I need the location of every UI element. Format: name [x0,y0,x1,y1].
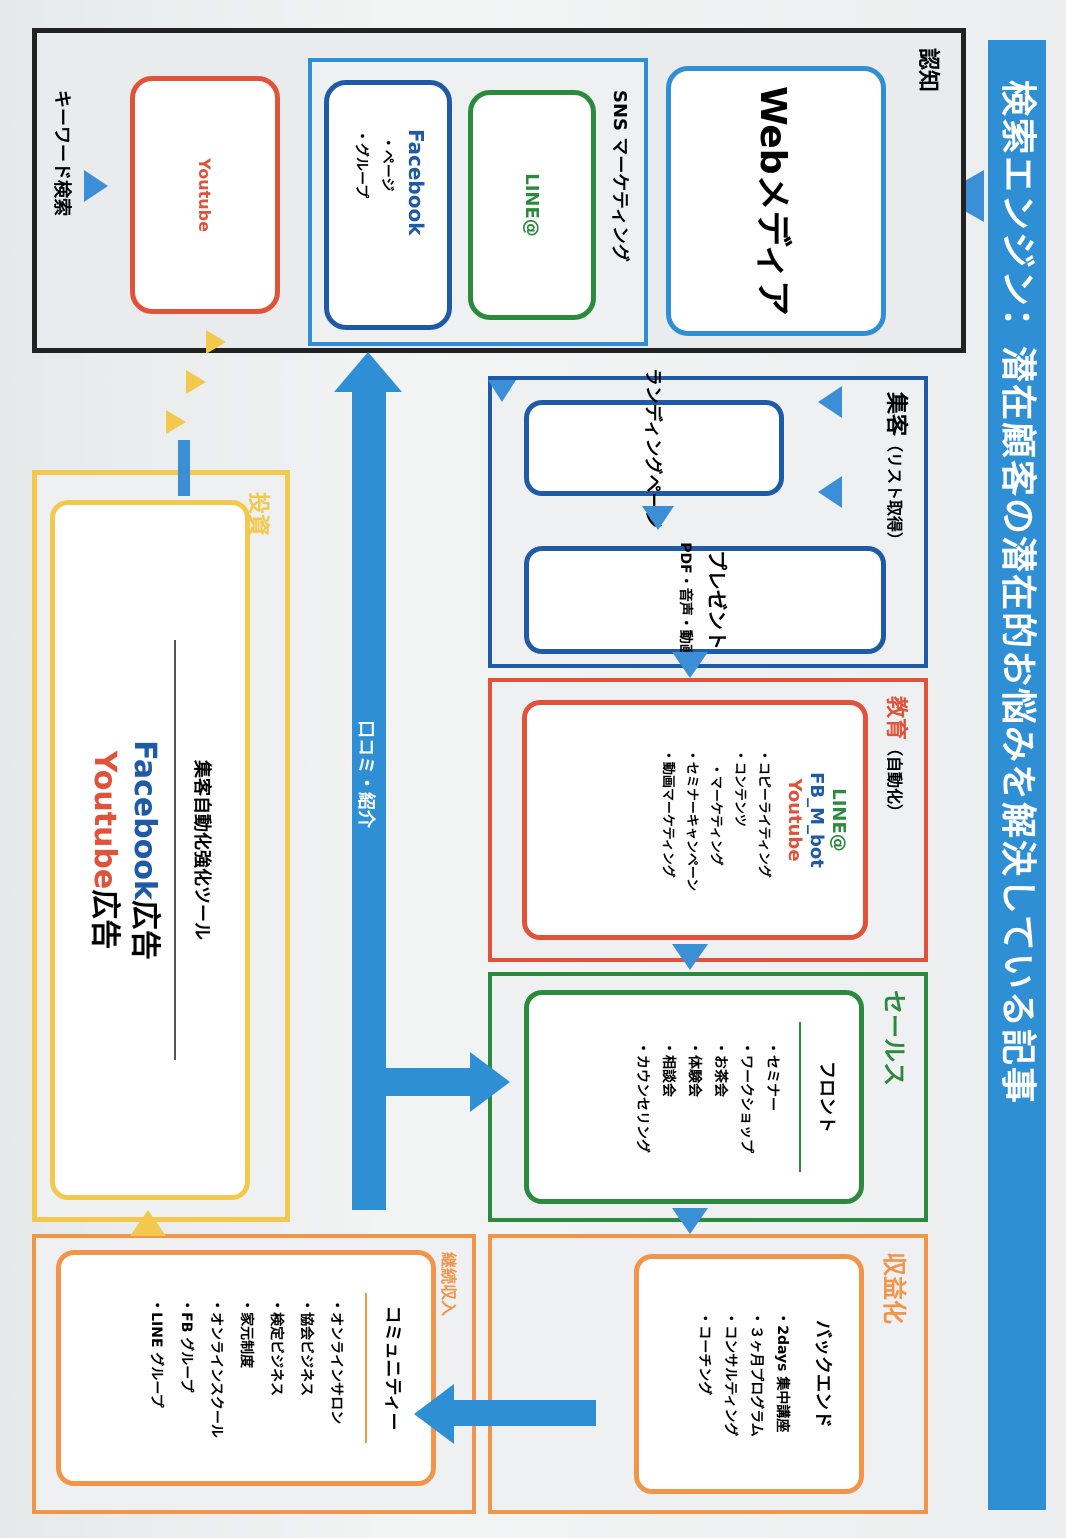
kyouiku-label: 教育（自動化） [882,696,914,820]
present-card: プレゼント PDF・音声・動画 [524,542,886,658]
sns-label: SNS マーケティング [609,90,630,262]
facebook-items: ページ グループ [348,129,400,198]
arrow-sns-lp [488,380,516,402]
line-text: LINE@ [521,173,543,237]
youtube-text: Youtube [195,158,215,232]
sales-item: 体験会 [681,1041,707,1153]
backend-item: コンサルティング [717,1311,743,1437]
arrow-sales-shuekika [672,1208,708,1234]
kyouiku-item: マーケティング [703,749,727,891]
sales-card: フロント セミナー ワークショップ お茶会 体験会 相談会 カウンセリング [524,990,864,1204]
arrow-toushi-ninchi-1 [206,330,226,354]
toushi-ad-2: 広告 [87,889,122,950]
kyouiku-items: コピーライティング コンテンツ マーケティング セミナーキャンペーン 動画マーケ… [655,749,775,891]
kyouiku-youtube: Youtube [784,778,805,862]
arrow-lp-present [642,506,674,530]
toushi-ad: 広告 [127,899,162,960]
shukyaku-label-sub: （リスト取得） [885,436,904,549]
arrow-web-present-2 [818,476,842,508]
backend-items: 2days 集中講座 ３ヶ月プログラム コンサルティング コーチング [691,1311,795,1437]
shukyaku-label-main: 集客 [883,392,908,437]
community-item: LINE グループ [141,1298,171,1438]
facebook-text: Facebook [404,129,428,236]
community-text: コミュニティー [382,1305,403,1431]
kyouiku-item: 動画マーケティング [655,749,679,891]
sales-item: ワークショップ [733,1041,759,1153]
toushi-divider [174,640,176,1060]
shukyaku-label: 集客（リスト取得） [882,392,914,548]
toushi-youtube: Youtube [87,750,122,890]
toushi-youtube-line: Youtube広告 [84,751,124,949]
arrow-toushi-ninchi-3 [166,410,186,434]
facebook-item: ページ [374,129,400,198]
page-title: 検索エンジン：潜在顧客の潜在的お悩みを解決している記事 [988,40,1046,1510]
toushi-facebook-line: Facebook広告 [124,740,164,960]
toushi-tool: 集客自動化強化ツール [191,760,212,940]
kyouiku-item: コピーライティング [751,749,775,891]
arrow-web-present-1 [818,386,842,418]
sales-divider [799,1022,801,1172]
sales-items: セミナー ワークショップ お茶会 体験会 相談会 カウンセリング [629,1041,785,1153]
backend-card: バックエンド 2days 集中講座 ３ヶ月プログラム コンサルティング コーチン… [634,1254,864,1494]
arrow-youtube-lp [178,440,190,496]
keizoku-label: 継続収入 [439,1252,458,1317]
backend-text: バックエンド [812,1320,833,1428]
kyouiku-card: LINE@ FB_M_bot Youtube コピーライティング コンテンツ マ… [522,700,868,940]
line-card: LINE@ [468,90,596,320]
community-item: 検定ビジネス [261,1298,291,1438]
present-text: プレゼント [705,550,730,650]
community-card: コミュニティー オンラインサロン 協会ビジネス 検定ビジネス 家元制度 オンライ… [56,1250,436,1486]
community-item: オンラインスクール [201,1298,231,1438]
community-item: オンラインサロン [321,1298,351,1438]
facebook-card: Facebook ページ グループ [324,80,452,330]
kyouiku-label-main: 教育 [883,696,908,741]
kuchikomi-label: 口コミ・紹介 [355,720,376,828]
keyword-search-label: キーワード検索 [51,90,72,216]
toushi-card: 集客自動化強化ツール Facebook広告 Youtube広告 [50,500,250,1200]
keyword-arrow [84,170,108,202]
web-media-card: Webメディア [666,66,886,336]
sales-item: カウンセリング [629,1041,655,1153]
arrow-kyouiku-sales [672,944,708,970]
present-items: PDF・音声・動画 [677,542,694,658]
arrow-shukyaku-kyouiku [672,652,708,678]
sales-item: 相談会 [655,1041,681,1153]
landing-page-text: ランディングページ [642,367,663,529]
facebook-item: グループ [348,129,374,198]
landing-page-card: ランディングページ [524,368,784,528]
shuekika-label: 収益化 [880,1252,908,1324]
sales-item: お茶会 [707,1041,733,1153]
kyouiku-fb-bot: FB_M_bot [806,772,827,868]
community-item: FB グループ [171,1298,201,1438]
community-divider [365,1293,367,1443]
backend-item: 2days 集中講座 [769,1311,795,1437]
backend-item: ３ヶ月プログラム [743,1311,769,1437]
kyouiku-label-sub: （自動化） [885,740,904,821]
ninchi-label: 認知 [915,48,940,93]
toushi-facebook: Facebook [127,740,162,900]
youtube-card: Youtube [130,76,280,314]
community-item: 協会ビジネス [291,1298,321,1438]
kuchikomi-arrow-sales [470,1052,510,1112]
sales-label: セールス [880,990,908,1086]
kuchikomi-branch [384,1068,474,1096]
web-media-text: Webメディア [752,85,793,317]
kyouiku-item: セミナーキャンペーン [679,749,703,891]
arrow-toushi-ninchi-2 [186,370,206,394]
arrow-shuekika-keizoku-head [414,1384,454,1444]
community-items: オンラインサロン 協会ビジネス 検定ビジネス 家元制度 オンラインスクール FB… [141,1298,351,1438]
arrow-keizoku-toushi [130,1210,166,1236]
backend-item: コーチング [691,1311,717,1437]
sales-item: セミナー [759,1041,785,1153]
kyouiku-item: コンテンツ [727,749,751,891]
arrow-shuekika-keizoku-bar [446,1400,596,1426]
kuchikomi-arrow-left [334,352,402,392]
community-item: 家元制度 [231,1298,261,1438]
front-text: フロント [816,1061,837,1133]
kyouiku-line: LINE@ [828,788,849,852]
